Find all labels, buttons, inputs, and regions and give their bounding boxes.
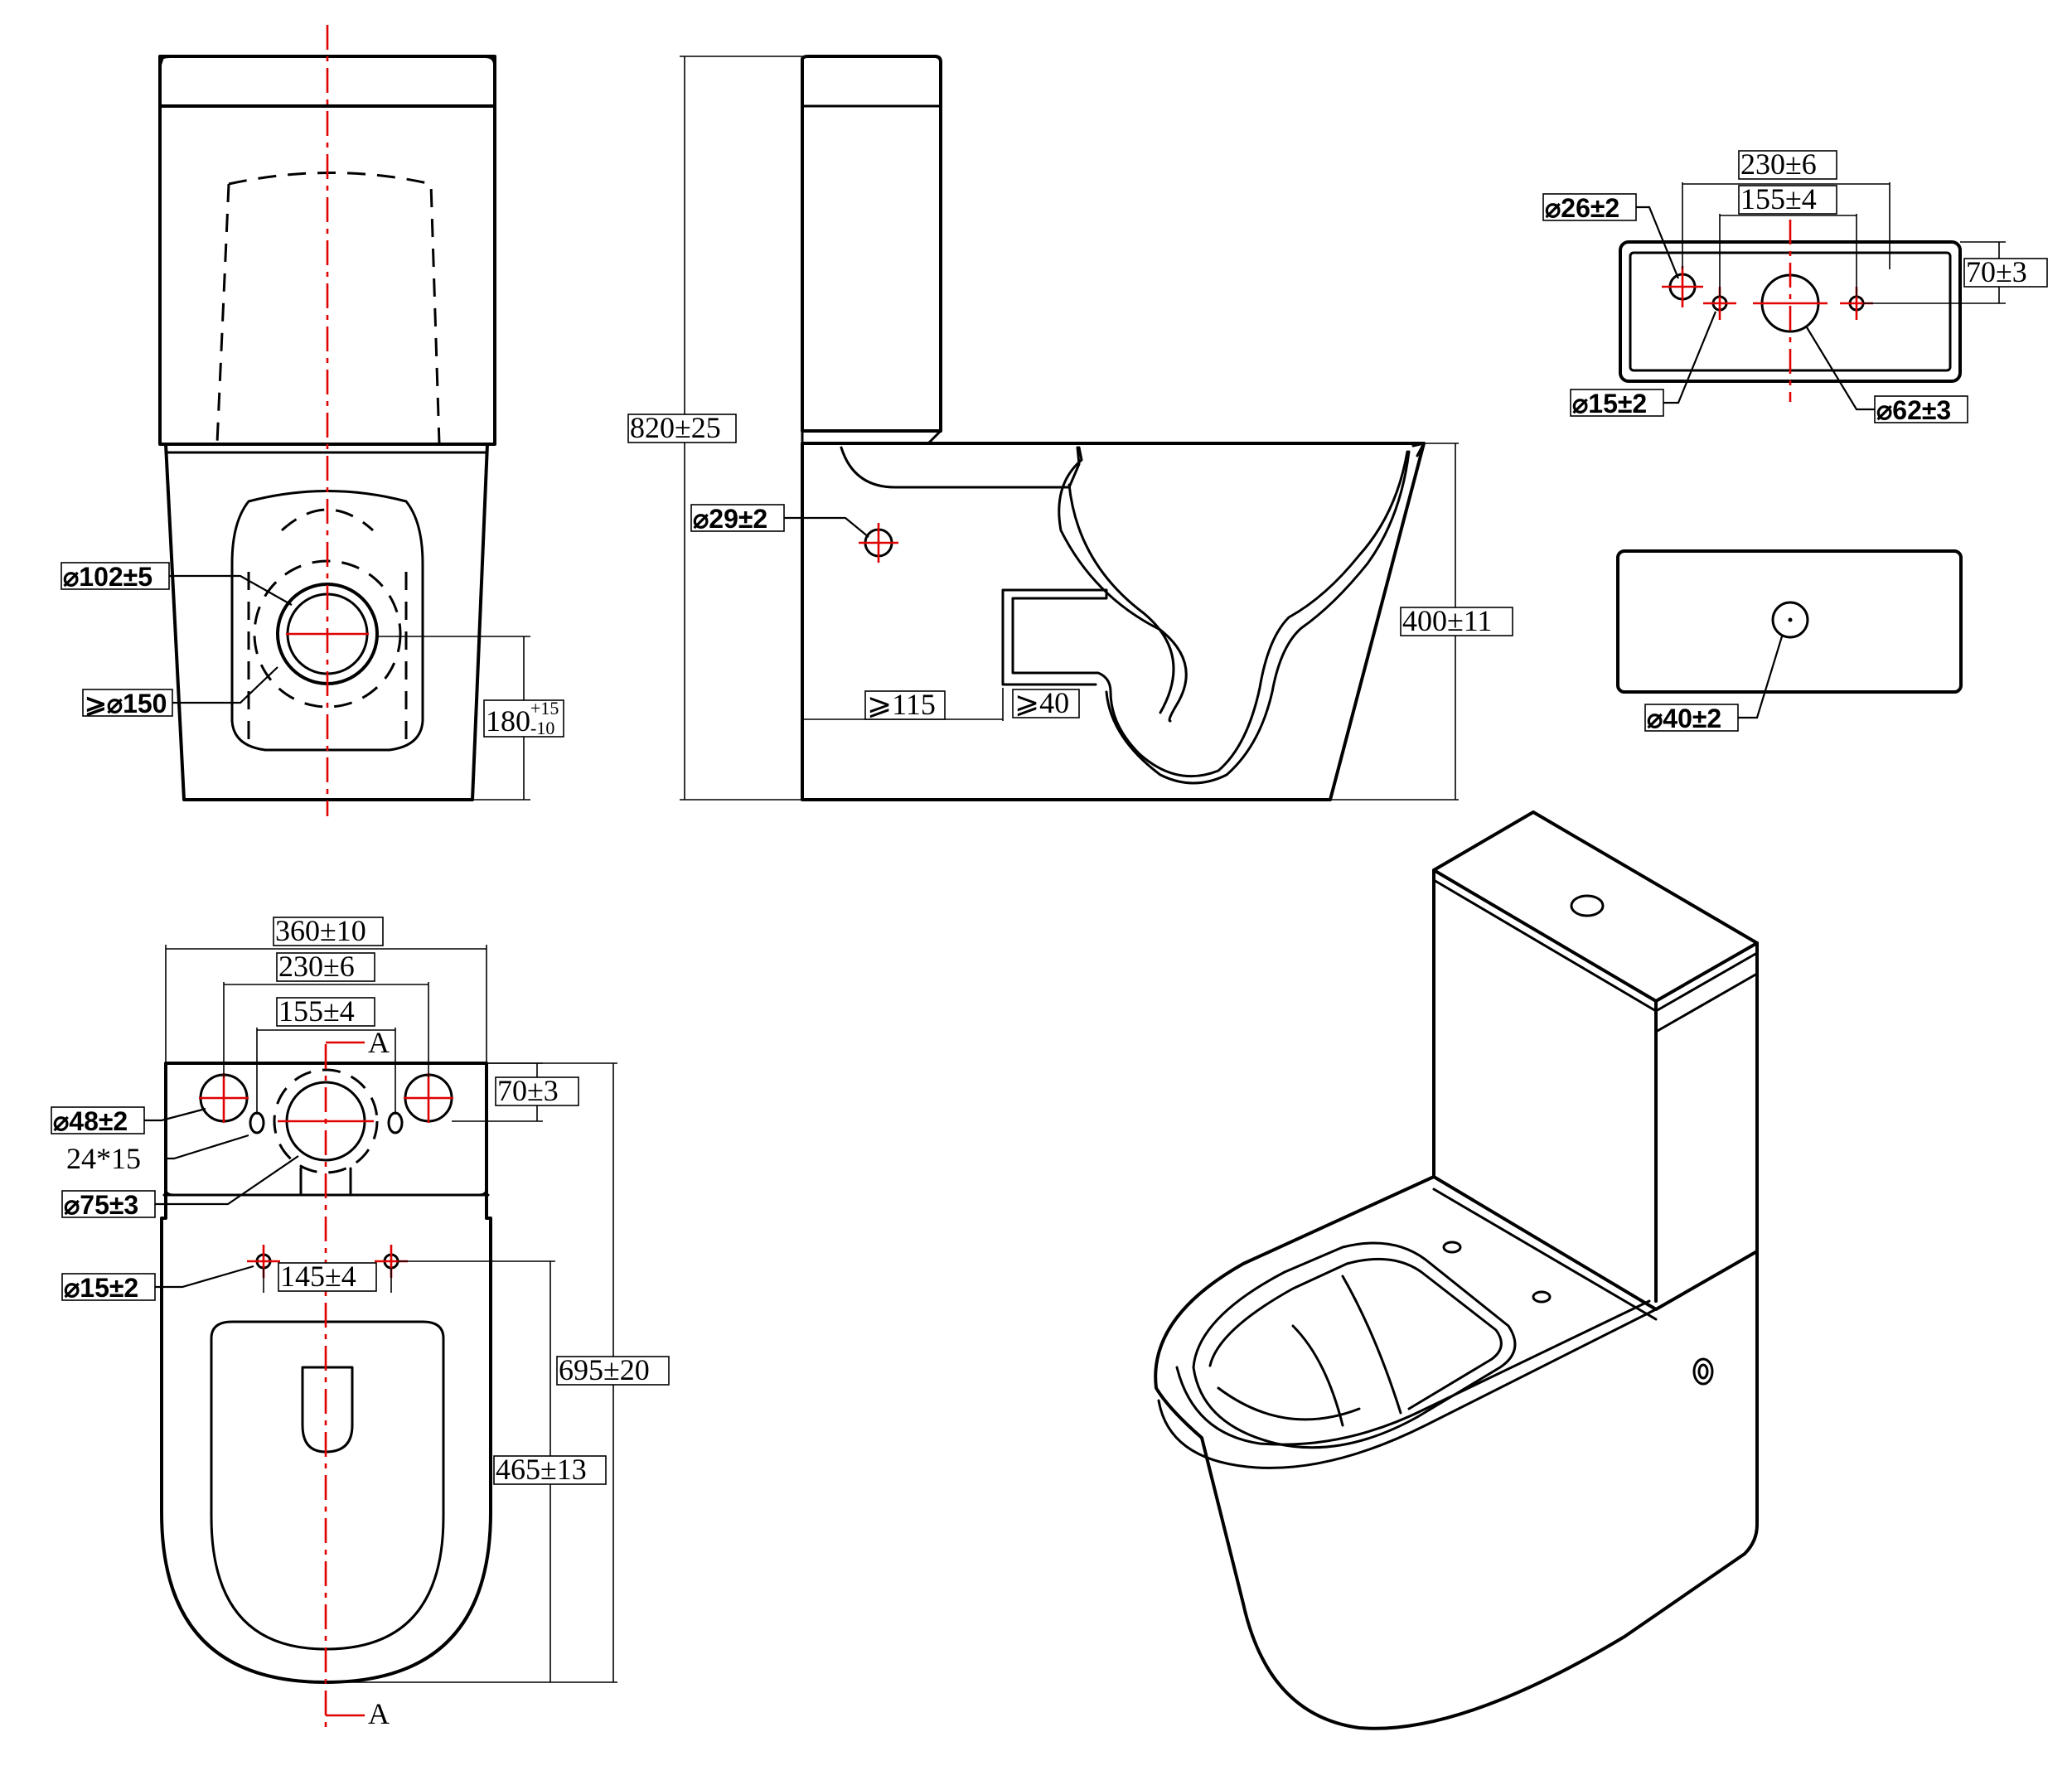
cistern-lid-top (1619, 220, 1962, 402)
lid-spacing-outer-label: 230±6 (1740, 148, 1817, 181)
front-drain-outer-label: ⌀102±5 (63, 562, 152, 592)
lid-dim-26: ⌀26±2 (1542, 193, 1680, 279)
section-marker-bottom: A (368, 1697, 390, 1730)
side-outlet-length-label: ⩾40 (1014, 686, 1069, 719)
side-dim-115: ⩾115 (802, 688, 1003, 721)
lid-dim-230: 230±6 (1682, 148, 1890, 269)
plan-dim-155: 155±4 (256, 994, 396, 1115)
lid-hole-button-label: ⌀62±3 (1876, 395, 1951, 425)
lid-hole-small-label: ⌀26±2 (1545, 193, 1619, 223)
front-dim-150: ⩾⌀150 (82, 666, 278, 718)
plan-dim-145: 145±4 (263, 1260, 392, 1293)
front-drain-tol-plus: +15 (530, 698, 559, 718)
side-dim-29: ⌀29±2 (690, 504, 869, 538)
lid-hole-fix-label: ⌀15±2 (1572, 389, 1647, 418)
plan-dim-48: ⌀48±2 (51, 1106, 206, 1136)
plan-dim-70: 70±3 (452, 1062, 579, 1122)
side-wall-clearance-label: ⩾115 (867, 688, 936, 721)
front-dim-180: 180 +15 -10 (377, 636, 564, 801)
front-drain-tol-minus: -10 (530, 718, 554, 738)
lid-dim-62: ⌀62±3 (1806, 327, 1968, 425)
plan-dim-695: 695±20 (326, 1062, 670, 1683)
plan-length-total-label: 695±20 (559, 1353, 650, 1386)
side-total-height-label: 820±25 (630, 411, 721, 444)
cistern-lid-plan (1616, 549, 1963, 694)
lid-depth-offset-label: 70±3 (1966, 255, 2027, 288)
plan-seat-to-front-label: 465±13 (496, 1453, 587, 1486)
plan-width-total-label: 360±10 (275, 914, 366, 947)
side-dim-400: 400±11 (1330, 443, 1513, 801)
isometric-view (1154, 810, 1759, 1730)
plan-dim-75: ⌀75±3 (61, 1155, 299, 1220)
section-marker-top: A (368, 1026, 390, 1059)
plan-depth-offset-label: 70±3 (497, 1074, 559, 1107)
front-drain-clear-label: ⩾⌀150 (85, 689, 167, 718)
plan-spacing-outer-label: 230±6 (278, 950, 355, 983)
plan-dim-230: 230±6 (223, 950, 429, 1077)
plan-view: A A (160, 1026, 492, 1730)
plan-seat-spacing-label: 145±4 (280, 1260, 356, 1293)
plan-flush-hole-label: ⌀75±3 (64, 1190, 138, 1220)
side-dim-820: 820±25 (627, 56, 802, 801)
plan-dim-465: 465±13 (398, 1260, 607, 1682)
plan-cistern-hole-label: ⌀48±2 (53, 1106, 128, 1136)
lid-plan-dim-40: ⌀40±2 (1644, 636, 1784, 733)
lid-dim-155: 155±4 (1719, 182, 1857, 297)
lid-button-hole-label: ⌀40±2 (1647, 704, 1721, 733)
lid-dim-15: ⌀15±2 (1570, 311, 1717, 418)
plan-slot-label: 24*15 (66, 1142, 141, 1175)
side-inlet-hole-label: ⌀29±2 (693, 504, 767, 534)
front-drain-height-label: 180 (486, 704, 530, 738)
side-bowl-height-label: 400±11 (1402, 604, 1492, 637)
plan-dim-24x15: 24*15 (66, 1134, 249, 1175)
side-dim-40: ⩾40 (1002, 686, 1080, 721)
lid-dim-70: 70±3 (1863, 241, 2048, 304)
plan-dim-15: ⌀15±2 (61, 1265, 254, 1303)
plan-seat-hole-label: ⌀15±2 (64, 1273, 138, 1303)
plan-spacing-inner-label: 155±4 (278, 994, 355, 1028)
plan-dim-360: 360±10 (165, 914, 487, 1063)
front-view (158, 25, 496, 816)
lid-spacing-inner-label: 155±4 (1740, 182, 1817, 215)
front-dim-102: ⌀102±5 (61, 562, 293, 606)
